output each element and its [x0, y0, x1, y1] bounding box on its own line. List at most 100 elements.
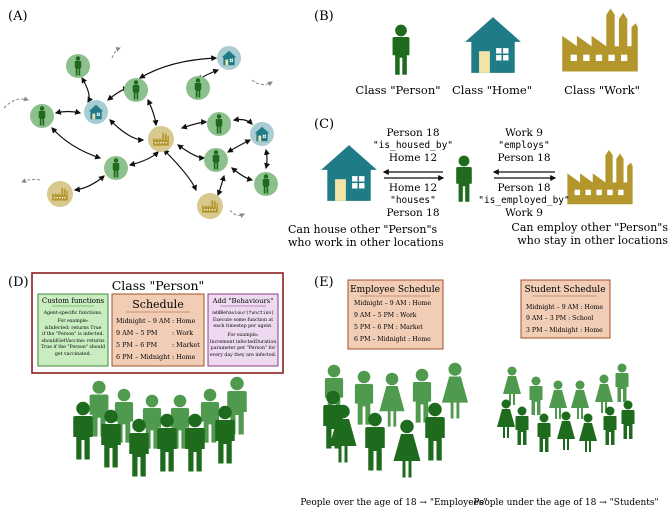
node-person — [66, 54, 90, 78]
student-schedule-row: 9 AM – 3 PM : School — [526, 315, 593, 322]
node-work — [148, 126, 174, 152]
employee-schedule-box: Employee Schedule Midnight – 9 AM : Home… — [347, 279, 444, 350]
custom-functions-line: if the "Person" is infected. — [42, 331, 105, 337]
student-schedule-row: 3 PM – Midnight : Home — [526, 327, 603, 334]
node-person — [186, 76, 210, 100]
node-person — [254, 172, 278, 196]
person-figure — [412, 368, 432, 423]
behaviours-box: Add "Behaviours" addBehaviour(function) … — [207, 293, 279, 367]
behaviours-line: parameter per "Person" for — [211, 345, 277, 351]
relation-line: Person 18 — [498, 182, 551, 194]
panel-d-label: (D) — [8, 275, 29, 290]
behaviours-line: addBehaviour(function) — [212, 310, 274, 316]
schedule-time: 5 PM – 6 PM — [116, 341, 158, 349]
schedule-place: : Work — [172, 329, 193, 337]
relation-line: Person 18 — [498, 152, 551, 164]
house-icon — [320, 144, 378, 202]
relation-line: "is_housed_by" — [373, 140, 453, 151]
panel-c-label: (C) — [314, 117, 334, 132]
custom-functions-line: get vaccinated. — [55, 351, 92, 357]
relation-line: "employs" — [498, 140, 549, 151]
class-person-frame — [31, 272, 284, 374]
custom-functions-line: For example: — [57, 318, 88, 324]
employee-schedule-row: 5 PM – 6 PM : Market — [354, 324, 423, 331]
person-figure — [379, 372, 405, 427]
node-home — [250, 122, 274, 146]
factory-icon — [567, 149, 633, 205]
person-figure — [393, 419, 421, 478]
student-figure — [579, 413, 597, 452]
student-figure — [515, 406, 529, 445]
custom-functions-box: Custom functions Agent-specific function… — [37, 293, 109, 367]
node-person — [204, 148, 228, 172]
student-schedule-row: Midnight – 9 AM : Home — [526, 304, 603, 311]
student-figure — [503, 366, 521, 405]
relation-line: Home 12 — [389, 152, 437, 164]
custom-functions-line: True if the "Person" should — [41, 344, 105, 350]
node-work — [197, 193, 223, 219]
node-person — [124, 78, 148, 102]
schedule-box: Schedule Midnight – 9 AM : Home 9 AM – 5… — [111, 293, 205, 367]
student-crowd — [497, 363, 635, 452]
person-icon — [456, 155, 472, 202]
schedule-time: 9 AM – 5 PM — [116, 329, 158, 337]
schedule-time: 6 PM – Midnight — [116, 353, 170, 361]
node-home — [84, 100, 108, 124]
node-work — [47, 181, 73, 207]
schedule-place: : Market — [172, 341, 200, 349]
relation-line: "houses" — [390, 195, 436, 206]
behaviours-line: every day they are infected. — [210, 352, 277, 358]
student-figure — [537, 413, 551, 452]
student-figure — [621, 400, 635, 439]
home-caption: Can house other "Person"s — [288, 223, 438, 236]
home-class-caption: Class "Home" — [452, 83, 532, 97]
employee-schedule-row: 9 AM – 5 PM : Work — [354, 312, 417, 319]
schedule-title: Schedule — [132, 298, 183, 311]
panel-a-label: (A) — [8, 9, 28, 24]
student-schedule-box: Student Schedule Midnight – 9 AM : Home … — [520, 279, 611, 339]
behaviours-title: Add "Behaviours" — [212, 297, 274, 305]
custom-functions-line: shouldGetVaccine: returns — [41, 338, 105, 344]
relation-line: Home 12 — [389, 182, 437, 194]
student-figure — [571, 380, 589, 419]
crowd-d — [73, 376, 247, 477]
network-nodes — [30, 46, 278, 219]
person-class-icon — [392, 24, 410, 75]
schedule-place: : Home — [172, 317, 196, 325]
employee-schedule-row: 6 PM – Midnight : Home — [354, 336, 431, 343]
relation-line: Work 9 — [505, 207, 543, 219]
behaviours-line: Increment infectedDuration — [210, 339, 276, 345]
work-caption: Can employ other "Person"s — [511, 221, 668, 234]
custom-functions-line: Agent-specific functions. — [43, 310, 103, 316]
behaviours-line: For example: — [227, 332, 258, 338]
relation-home-person: Person 18 "is_housed_by" Home 12 Home 12… — [373, 127, 453, 219]
work-class-icon — [562, 8, 638, 72]
work-caption: who stay in other locations — [517, 234, 668, 247]
relation-line: "is_employed_by" — [478, 195, 570, 206]
node-person — [104, 156, 128, 180]
behaviours-line: Execute some function at — [213, 317, 273, 323]
student-figure — [497, 399, 515, 438]
panel-e-label: (E) — [314, 275, 334, 290]
schedule-place: : Home — [172, 353, 196, 361]
person-figure — [441, 362, 469, 419]
employee-schedule-title: Employee Schedule — [350, 285, 440, 295]
node-person — [207, 112, 231, 136]
student-figure — [615, 363, 629, 402]
person-class-caption: Class "Person" — [355, 83, 440, 97]
student-figure — [529, 376, 543, 415]
work-class-caption: Class "Work" — [564, 83, 640, 97]
student-schedule-title: Student Schedule — [524, 285, 605, 295]
home-class-icon — [464, 16, 522, 74]
relation-person-work: Work 9 "employs" Person 18 Person 18 "is… — [478, 127, 570, 219]
employee-caption: People over the age of 18 → "Employees" — [300, 498, 487, 508]
behaviours-line: each timestep per agent. — [213, 323, 273, 329]
relation-line: Person 18 — [387, 207, 440, 219]
custom-functions-title: Custom functions — [42, 297, 105, 305]
student-caption: People under the age of 18 → "Students" — [473, 498, 658, 508]
employee-schedule-row: Midnight – 9 AM : Home — [354, 300, 431, 307]
network-edges — [51, 55, 271, 197]
node-home — [217, 46, 241, 70]
custom-functions-line: isInfected: returns True — [45, 325, 102, 331]
employee-crowd — [323, 362, 469, 478]
